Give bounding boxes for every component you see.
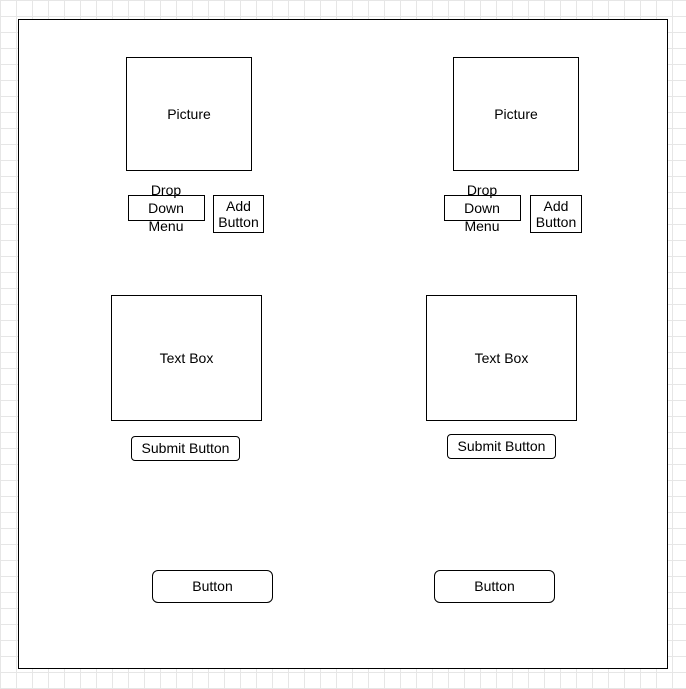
left-bottom-button[interactable]: Button <box>152 570 273 603</box>
left-picture: Picture <box>126 57 252 171</box>
left-submit-button[interactable]: Submit Button <box>131 436 240 461</box>
right-submit-button[interactable]: Submit Button <box>447 434 556 459</box>
right-text-box-label: Text Box <box>474 349 529 366</box>
right-add-button[interactable]: Add Button <box>530 195 582 233</box>
left-add-button-line-2: Button <box>218 214 259 230</box>
right-bottom-button-label: Button <box>474 578 515 595</box>
right-add-button-line-1: Add <box>543 197 569 214</box>
left-add-button[interactable]: Add Button <box>213 195 264 233</box>
left-submit-button-label: Submit Button <box>141 440 230 457</box>
right-bottom-button[interactable]: Button <box>434 570 555 603</box>
left-text-box-label: Text Box <box>159 349 214 366</box>
right-picture: Picture <box>453 57 579 171</box>
right-picture-label: Picture <box>494 105 538 122</box>
right-submit-button-label: Submit Button <box>457 438 546 455</box>
left-dropdown-menu[interactable] <box>128 195 205 221</box>
right-dropdown-menu[interactable] <box>444 195 521 221</box>
left-bottom-button-label: Button <box>192 578 233 595</box>
left-add-button-line-1: Add <box>226 197 251 214</box>
right-text-box[interactable]: Text Box <box>426 295 577 421</box>
left-picture-label: Picture <box>167 105 211 122</box>
left-text-box[interactable]: Text Box <box>111 295 262 421</box>
right-add-button-line-2: Button <box>535 214 577 230</box>
